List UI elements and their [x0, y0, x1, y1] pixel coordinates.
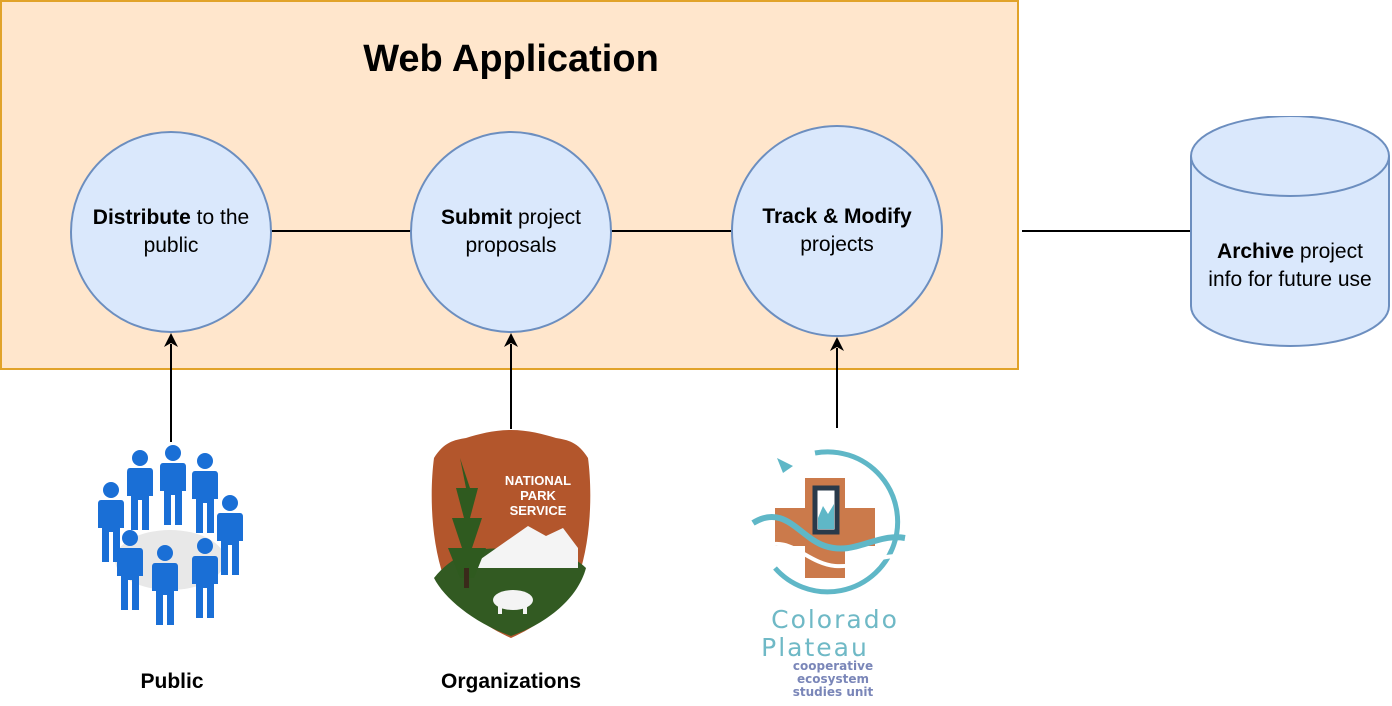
cp-sub2: ecosystem: [797, 672, 869, 686]
node-distribute-line2: public: [143, 234, 199, 257]
archive-rest: project: [1294, 240, 1363, 263]
archive-database: Archive project info for future use: [1190, 116, 1390, 347]
caption-organizations: Organizations: [440, 670, 582, 693]
nps-line3: SERVICE: [510, 503, 567, 518]
arrow-cpcesu-to-track: [830, 337, 844, 428]
nps-line1: NATIONAL: [505, 473, 571, 488]
nps-line2: PARK: [520, 488, 556, 503]
node-track-bold: Track & Modify: [762, 205, 912, 228]
node-submit: Submit project proposals: [410, 131, 612, 333]
caption-public: Public: [140, 670, 204, 693]
node-distribute-rest: to the: [190, 206, 250, 229]
arrow-public-to-distribute: [164, 333, 178, 442]
connector-distribute-submit: [271, 230, 412, 232]
archive-label: Archive project info for future use: [1190, 238, 1390, 294]
connector-app-archive: [1022, 230, 1191, 232]
connector-submit-track: [610, 230, 733, 232]
arrow-organizations-to-submit: [504, 333, 518, 429]
node-submit-rest: project: [512, 206, 582, 229]
archive-line2: info for future use: [1208, 268, 1372, 291]
node-track-line2: projects: [800, 233, 874, 256]
colorado-plateau-logo: Colorado Plateau cooperative ecosystem s…: [751, 449, 911, 699]
node-track: Track & Modify projects: [731, 125, 943, 337]
cp-sub3: studies unit: [793, 685, 874, 699]
people-group-icon: [98, 445, 243, 625]
cp-sub1: cooperative: [793, 659, 873, 673]
node-distribute: Distribute to the public: [70, 131, 272, 333]
cp-word1: Colorado: [771, 605, 899, 634]
web-application-title: Web Application: [363, 38, 659, 80]
nps-arrowhead-logo: NATIONAL PARK SERVICE: [431, 430, 591, 638]
node-distribute-bold: Distribute: [92, 206, 191, 229]
node-submit-bold: Submit: [440, 206, 513, 229]
archive-bold: Archive: [1217, 240, 1295, 263]
database-icon: [1190, 116, 1390, 347]
cp-word2: Plateau: [761, 633, 869, 662]
node-submit-line2: proposals: [465, 234, 557, 257]
